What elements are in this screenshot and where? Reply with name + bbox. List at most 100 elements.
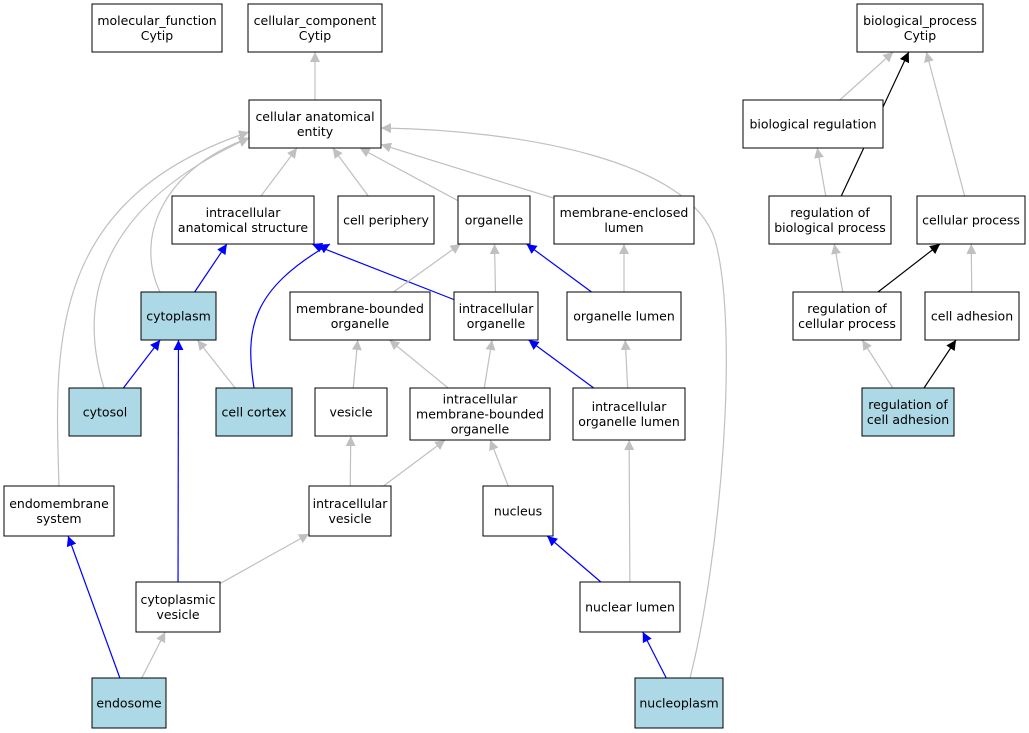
edge-membrane-bounded-organelle-to-organelle — [393, 243, 461, 293]
node-cellular-process[interactable]: cellular process — [916, 195, 1026, 245]
node-label: biological regulation — [749, 117, 876, 132]
node-organelle-lumen[interactable]: organelle lumen — [566, 291, 682, 341]
node-label: cell periphery — [343, 213, 429, 228]
node-label: Cytip — [141, 28, 173, 43]
node-box — [68, 387, 142, 437]
edge-intracellular-organelle-lumen-to-organelle-lumen — [620, 339, 631, 389]
node-label: intracellular — [459, 301, 535, 316]
node-box — [91, 677, 167, 729]
node-vesicle[interactable]: vesicle — [314, 387, 388, 437]
node-label: cell adhesion — [867, 412, 949, 427]
node-label: endomembrane — [9, 496, 109, 511]
node-label: cell cortex — [222, 405, 287, 420]
edge-membrane-enclosed-lumen-to-cellular-anatomical-entity — [380, 142, 555, 199]
node-box — [482, 485, 554, 537]
node-label: membrane-bounded — [296, 301, 424, 316]
node-box — [861, 387, 955, 437]
edge-nucleus-to-intracellular-membrane-bounded-organelle — [489, 439, 509, 487]
edge-endomembrane-system-to-cellular-anatomical-entity — [56, 130, 250, 487]
node-label: organelle — [331, 316, 390, 331]
node-label: biological_process — [863, 13, 977, 28]
node-label: nuclear lumen — [585, 600, 675, 615]
node-nuclear-lumen[interactable]: nuclear lumen — [579, 581, 681, 633]
node-label: organelle lumen — [578, 414, 680, 429]
edge-intracellular-organelle-to-organelle — [489, 243, 500, 293]
edge-regulation-of-cell-adhesion-to-regulation-of-cellular-process — [861, 339, 894, 389]
edge-intracellular-membrane-bounded-organelle-to-membrane-bounded-organelle — [389, 339, 449, 389]
node-label: cytoplasm — [146, 309, 211, 324]
node-label: organelle — [467, 316, 526, 331]
edge-cell-cortex-to-cytoplasm — [196, 339, 236, 389]
edge-nuclear-lumen-to-nucleus — [546, 535, 602, 583]
edge-cytoplasm-to-intracellular-anatomical-structure — [194, 243, 228, 293]
node-label: cell adhesion — [931, 309, 1013, 324]
node-box — [634, 677, 724, 729]
node-cell-cortex[interactable]: cell cortex — [215, 387, 293, 437]
node-cytoplasm[interactable]: cytoplasm — [140, 291, 217, 341]
edge-cell-adhesion-to-cellular-process — [966, 243, 977, 293]
node-box — [215, 387, 293, 437]
node-label: membrane-enclosed — [560, 205, 689, 220]
node-box — [856, 3, 984, 53]
edge-organelle-to-cellular-anatomical-entity — [359, 147, 459, 202]
node-box — [916, 195, 1026, 245]
edge-organelle-lumen-to-organelle — [526, 243, 592, 293]
edge-cytoplasmic-vesicle-to-intracellular-vesicle — [219, 533, 310, 585]
node-label: intracellular — [592, 399, 668, 414]
node-label: biological process — [774, 220, 886, 235]
edge-nucleoplasm-to-nuclear-lumen — [642, 631, 667, 679]
edge-intracellular-anatomical-structure-to-cellular-anatomical-entity — [260, 147, 298, 197]
node-label: vesicle — [328, 511, 371, 526]
node-nucleus[interactable]: nucleus — [482, 485, 554, 537]
node-box — [91, 3, 223, 53]
node-cell-adhesion[interactable]: cell adhesion — [924, 291, 1020, 341]
edge-regulation-of-cellular-process-to-regulation-of-biological-process — [831, 243, 844, 293]
node-box — [247, 3, 383, 53]
node-label: anatomical structure — [178, 220, 308, 235]
node-label: cytosol — [83, 405, 127, 420]
node-nucleoplasm[interactable]: nucleoplasm — [634, 677, 724, 729]
node-label: regulation of — [790, 205, 870, 220]
edge-intracellular-vesicle-to-intracellular-membrane-bounded-organelle — [383, 439, 446, 487]
node-box — [3, 485, 115, 537]
node-label: molecular_function — [97, 13, 216, 28]
node-cytosol[interactable]: cytosol — [68, 387, 142, 437]
node-box — [553, 195, 695, 245]
node-box — [289, 291, 431, 341]
node-box — [924, 291, 1020, 341]
node-label: cellular_component — [254, 13, 377, 28]
edge-endosome-to-endomembrane-system — [66, 535, 121, 679]
edge-regulation-of-cellular-process-to-cellular-process — [877, 243, 941, 293]
edges-layer — [56, 51, 977, 679]
node-cell-periphery[interactable]: cell periphery — [337, 195, 435, 245]
edge-cellular-process-to-biological-process — [924, 51, 966, 197]
node-endosome[interactable]: endosome — [91, 677, 167, 729]
node-organelle[interactable]: organelle — [457, 195, 531, 245]
node-label: Cytip — [299, 28, 331, 43]
node-biological-regulation[interactable]: biological regulation — [742, 99, 884, 149]
node-label: cellular process — [798, 316, 896, 331]
node-box — [742, 99, 884, 149]
node-label: vesicle — [329, 405, 372, 420]
edge-cell-periphery-to-cellular-anatomical-entity — [332, 147, 369, 197]
edge-endosome-to-cytoplasmic-vesicle — [141, 631, 166, 679]
node-box — [314, 387, 388, 437]
node-box — [792, 291, 902, 341]
